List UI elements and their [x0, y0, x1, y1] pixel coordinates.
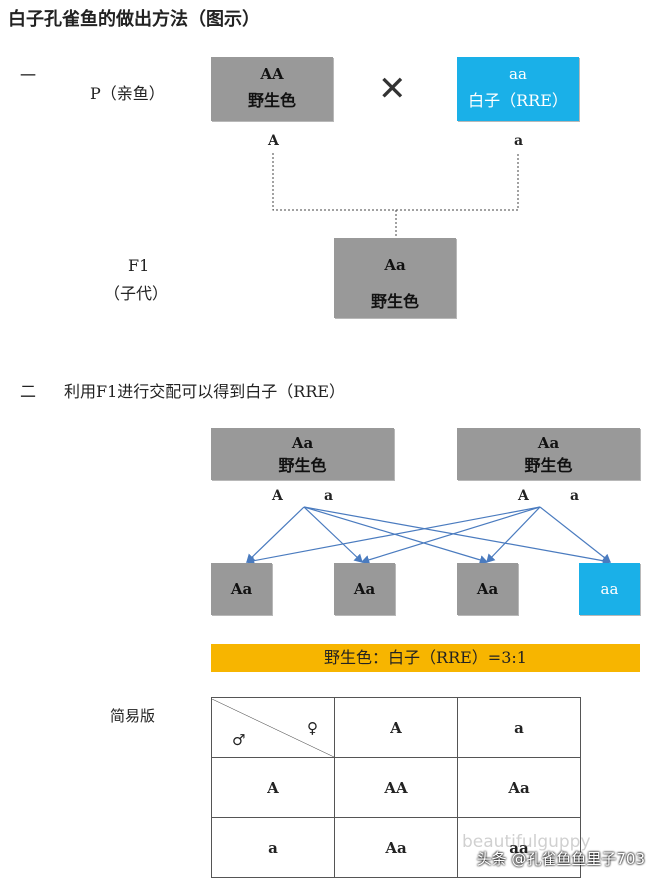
parent-right-phenotype: 白子（RRE） [468, 91, 568, 110]
arrow-2 [303, 506, 363, 563]
corner-cell: ♂ ♀ [211, 697, 335, 758]
cross-icon: ✕ [378, 69, 407, 109]
arrow-4 [303, 506, 612, 566]
offspring-4-genotype: aa [600, 580, 619, 598]
section2-number: 二 [20, 382, 37, 401]
parent-left-genotype: AA [260, 65, 284, 83]
f1-phenotype: 野生色 [370, 292, 419, 311]
offspring-2-genotype: Aa [353, 580, 376, 598]
parent-left-phenotype: 野生色 [247, 91, 296, 110]
f1-sublabel: （子代） [104, 284, 169, 303]
offspring-1: Aa [211, 563, 272, 615]
f1-left-gamete-A: A [272, 488, 283, 504]
male-icon: ♂ [232, 730, 246, 749]
cell-aa: aa [457, 817, 581, 878]
f1-label: F1 [128, 256, 150, 275]
f1-genotype: Aa [384, 256, 406, 274]
gamete-right: a [514, 133, 524, 149]
page-title: 白子孔雀鱼的做出方法（图示） [8, 9, 260, 30]
watermark-en: beautifulguppy [462, 832, 591, 852]
parent-label: P（亲鱼） [90, 84, 165, 103]
row-header-A: A [211, 757, 335, 818]
f1-right-gamete-A: A [518, 488, 529, 504]
f1-parent-left-phenotype: 野生色 [278, 456, 327, 475]
section1-number: 一 [20, 66, 37, 85]
gamete-left: A [268, 133, 279, 149]
cell-Aa-1: Aa [457, 757, 581, 818]
simple-label: 简易版 [110, 707, 156, 725]
f1-box: Aa 野生色 [334, 238, 456, 318]
offspring-3: Aa [457, 563, 518, 615]
col-header-A: A [334, 697, 458, 758]
f1-parent-left-genotype: Aa [291, 434, 314, 452]
f1-parent-left-box: Aa 野生色 [211, 428, 394, 480]
offspring-4: aa [579, 563, 640, 615]
arrow-7 [486, 506, 541, 563]
f1-right-gamete-a: a [570, 488, 580, 504]
arrow-6 [360, 506, 541, 565]
f1-parent-right-genotype: Aa [537, 434, 560, 452]
f1-parent-right-box: Aa 野生色 [457, 428, 640, 480]
f1-left-gamete-a: a [324, 488, 334, 504]
parent-right-box: aa 白子（RRE） [457, 57, 579, 121]
offspring-1-genotype: Aa [230, 580, 253, 598]
watermark: 头条 @孔雀鱼鱼里子703 [476, 850, 645, 868]
col-header-a: a [457, 697, 581, 758]
parent-right-genotype: aa [509, 65, 527, 83]
arrow-1 [246, 506, 305, 563]
f1-parent-right-phenotype: 野生色 [524, 456, 573, 475]
cell-Aa-2: Aa [334, 817, 458, 878]
parent-left-box: AA 野生色 [211, 57, 333, 121]
ratio-banner: 野生色：白子（RRE）=3:1 [211, 644, 640, 672]
row-header-a: a [211, 817, 335, 878]
punnett-square: ♂ ♀ A a A AA Aa a Aa aa [211, 697, 581, 878]
dotted-bracket [272, 153, 519, 211]
offspring-2: Aa [334, 563, 395, 615]
offspring-3-genotype: Aa [476, 580, 499, 598]
cell-AA: AA [334, 757, 458, 818]
arrow-8 [539, 506, 611, 563]
arrow-5 [245, 506, 541, 566]
section2-heading: 利用F1进行交配可以得到白子（RRE） [64, 382, 346, 401]
female-icon: ♀ [307, 718, 318, 737]
